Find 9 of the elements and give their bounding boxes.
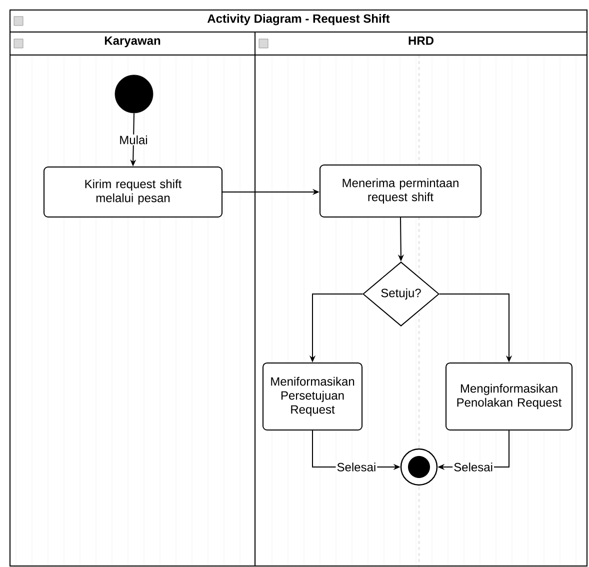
activity-box: Kirim request shift melalui pesan xyxy=(44,166,222,218)
activity-box: Menginformasikan Penolakan Request xyxy=(446,362,572,430)
edge-label: Selesai xyxy=(452,462,494,472)
activity-box: Menerima permintaan request shift xyxy=(320,164,482,218)
end-circle xyxy=(400,448,438,486)
edge-label: Mulai xyxy=(118,134,149,146)
edge-label: Selesai xyxy=(336,462,378,472)
activity-box: Meniformasikan Persetujuan Request xyxy=(262,362,362,430)
start-circle xyxy=(114,74,154,114)
